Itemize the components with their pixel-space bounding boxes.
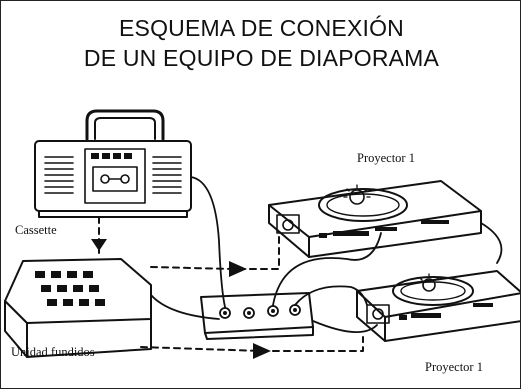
label-unidad-fundidos: Unidad fundidos bbox=[11, 345, 95, 359]
label-proyector-top: Proyector 1 bbox=[357, 151, 415, 165]
diagram-title-line-1: ESQUEMA DE CONEXIÓN bbox=[119, 15, 404, 41]
label-cassette: Cassette bbox=[15, 223, 57, 237]
diagram-title-line-2: DE UN EQUIPO DE DIAPORAMA bbox=[83, 45, 440, 71]
arrow-heads bbox=[91, 239, 271, 359]
dashed-cables bbox=[98, 216, 364, 352]
projector-top-illustration bbox=[268, 180, 482, 258]
label-proyector-bottom: Proyector 1 bbox=[425, 360, 483, 374]
solid-cables bbox=[150, 176, 503, 334]
dissolve-unit-illustration bbox=[4, 258, 152, 358]
projector-bottom-illustration bbox=[356, 270, 520, 342]
connector-box-illustration bbox=[200, 292, 314, 340]
cassette-player-illustration bbox=[34, 109, 192, 218]
